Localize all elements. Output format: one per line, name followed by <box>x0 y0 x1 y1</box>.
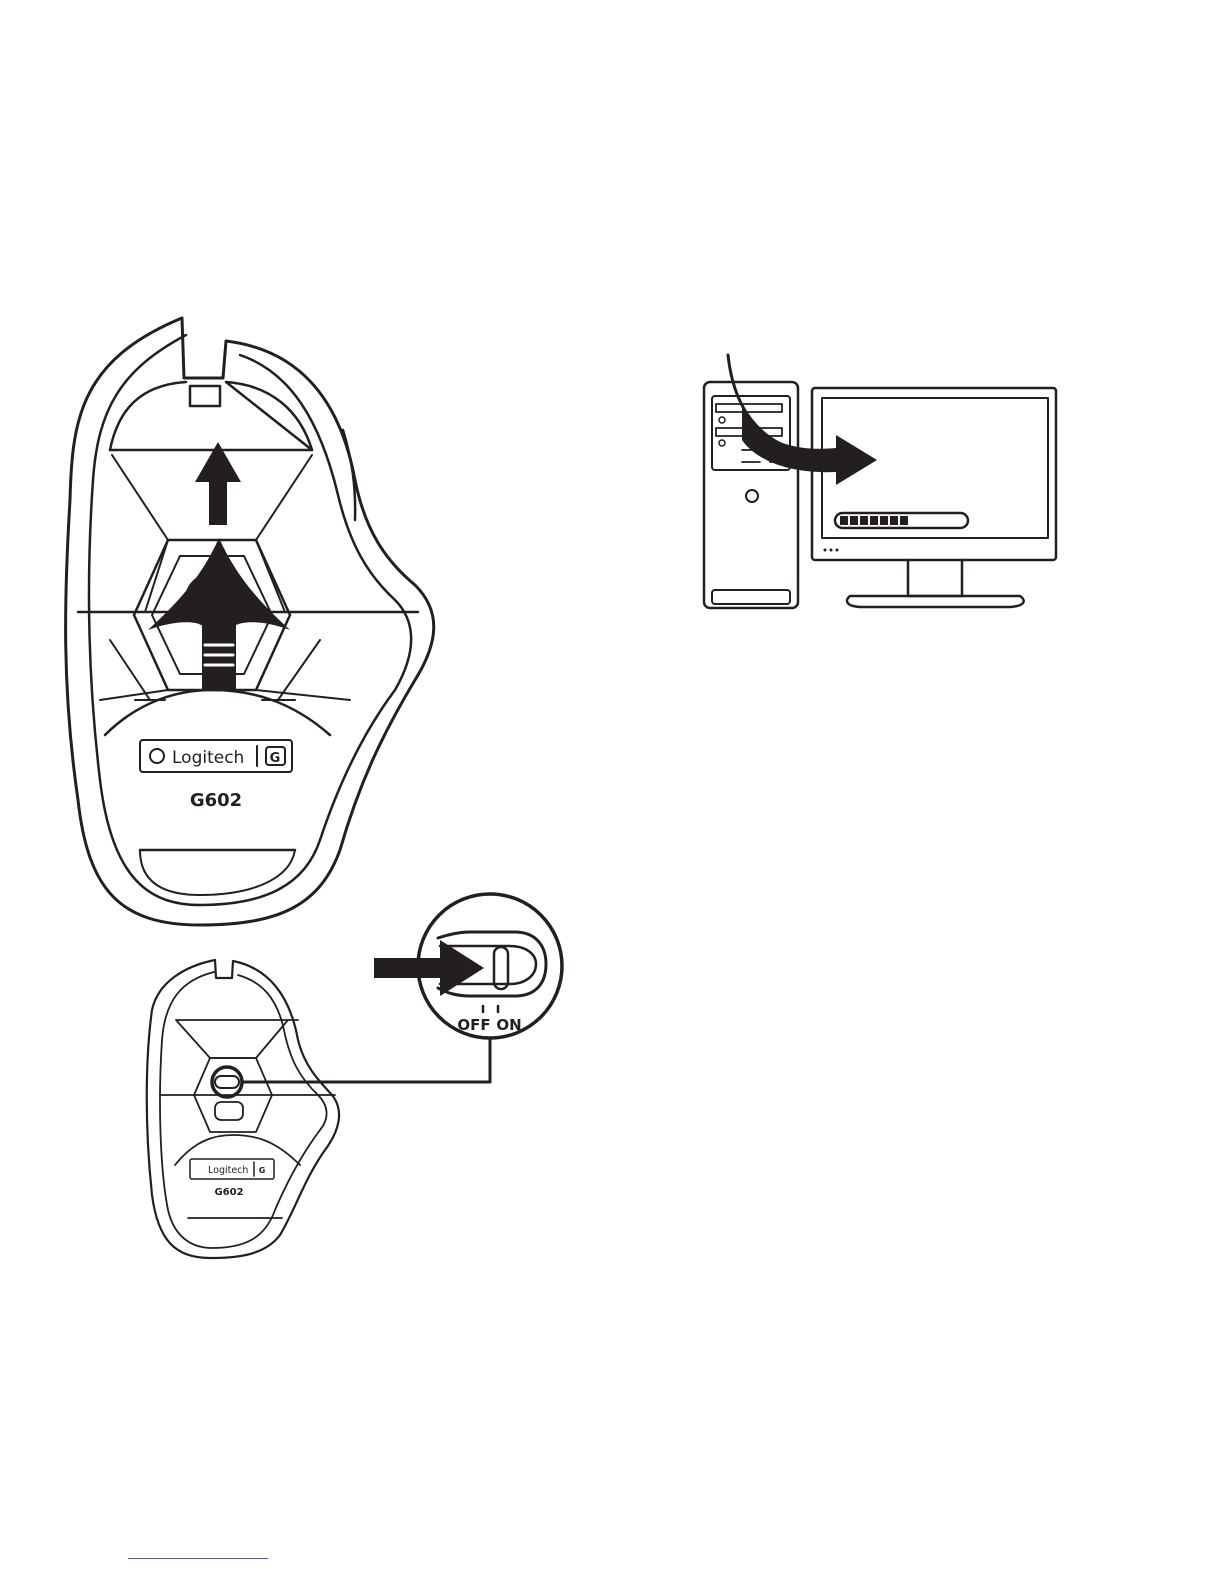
model-label-small: G602 <box>214 1187 243 1198</box>
switch-location-marker <box>212 1067 242 1097</box>
mouse-small <box>147 960 339 1258</box>
brand-name-large: Logitech <box>172 748 244 768</box>
brand-name-small: Logitech <box>208 1165 248 1176</box>
switch-off-label: OFF <box>457 1016 490 1034</box>
switch-on-label: ON <box>496 1016 521 1034</box>
desktop-tower-icon <box>704 382 798 608</box>
footer-rule <box>128 1558 268 1559</box>
callout-line <box>242 1040 490 1082</box>
monitor-icon <box>812 388 1056 607</box>
pull-tab-arrow-icon <box>148 538 290 690</box>
g-logo-large-text: G <box>270 751 281 766</box>
model-label-large: G602 <box>190 790 242 811</box>
g-logo-small-text: G <box>259 1166 266 1175</box>
switch-knob <box>494 947 508 989</box>
battery-door-top <box>110 382 312 450</box>
arrow-right-icon <box>374 940 484 996</box>
progress-bar-icon <box>835 513 968 528</box>
arrow-up-icon <box>195 442 241 525</box>
door-latch <box>190 386 220 406</box>
logitech-logo-icon <box>150 749 164 763</box>
curved-arrow-icon <box>742 406 877 485</box>
